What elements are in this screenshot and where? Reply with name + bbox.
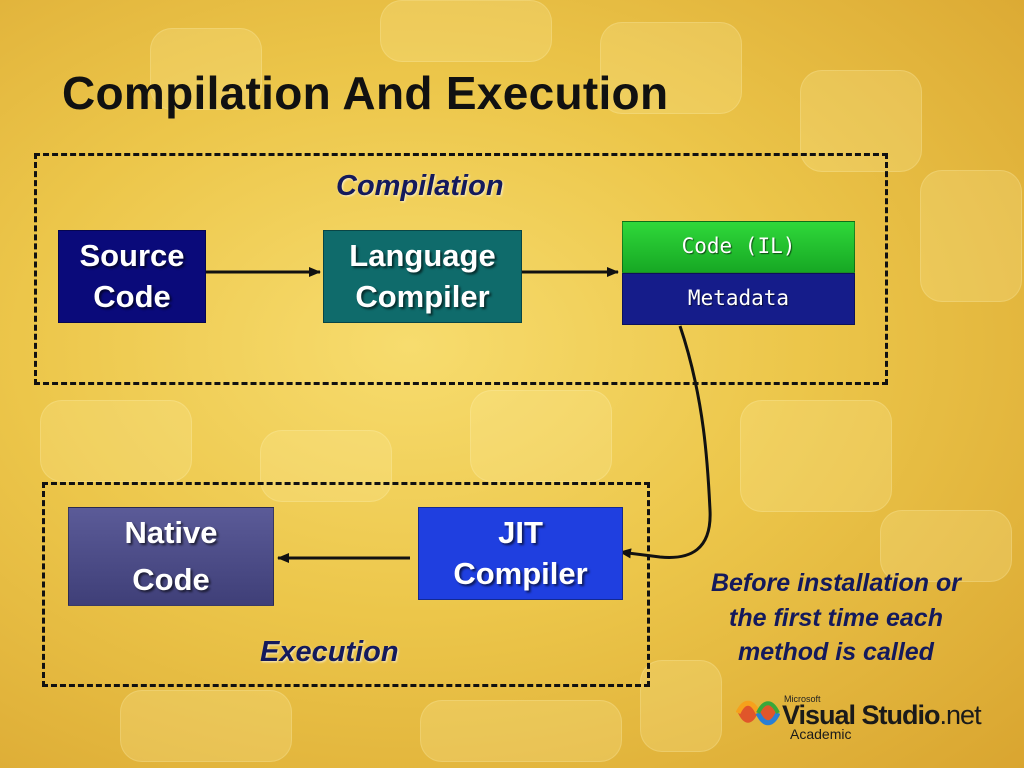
logo-microsoft: Microsoft [784, 694, 821, 704]
native-code-line2: Code [132, 561, 210, 597]
visual-studio-logo: Microsoft Visual Studio.net Academic [736, 692, 1006, 744]
jit-compiler-box: JIT Compiler [418, 507, 623, 600]
background-tile [420, 700, 622, 762]
background-tile [740, 400, 892, 512]
background-tile [600, 22, 742, 114]
background-tile [880, 510, 1012, 582]
execution-label: Execution [260, 636, 399, 668]
jit-timing-note: Before installation or the first time ea… [686, 566, 986, 670]
jit-compiler-line1: JIT [498, 515, 543, 551]
native-code-line1: Native [124, 515, 218, 550]
source-code-line1: Source [79, 238, 185, 274]
background-tile [40, 400, 192, 482]
visual-studio-logo-icon [736, 700, 780, 726]
logo-suffix: .net [939, 700, 982, 730]
execution-group-box [42, 482, 650, 687]
background-tile [380, 0, 552, 62]
compilation-group-box [34, 153, 888, 385]
logo-product: Visual Studio.net [782, 700, 982, 731]
language-compiler-line1: Language [349, 238, 496, 274]
language-compiler-box: Language Compiler [323, 230, 522, 323]
note-line1: Before installation or [710, 569, 962, 597]
background-tile [260, 430, 392, 502]
native-code-box: Native Code [68, 507, 274, 606]
background-tile [120, 690, 292, 762]
arrow-metadata-to-jit [619, 325, 712, 559]
background-tile [920, 170, 1022, 302]
note-line2: the first time each [729, 603, 943, 632]
jit-compiler-line2: Compiler [453, 555, 588, 591]
note-line3: method is called [738, 638, 934, 666]
compilation-label: Compilation [336, 170, 504, 202]
language-compiler-line2: Compiler [355, 278, 490, 314]
logo-edition: Academic [790, 726, 852, 742]
source-code-line2: Code [93, 278, 171, 314]
slide-title: Compilation And Execution [62, 67, 669, 119]
logo-product-name: Visual Studio [782, 700, 941, 730]
code-il-box: Code (IL) [622, 221, 855, 273]
source-code-box: Source Code [58, 230, 206, 323]
metadata-box: Metadata [622, 273, 855, 325]
background-tile [150, 28, 262, 110]
background-tile [640, 660, 722, 752]
background-tile [470, 390, 612, 482]
